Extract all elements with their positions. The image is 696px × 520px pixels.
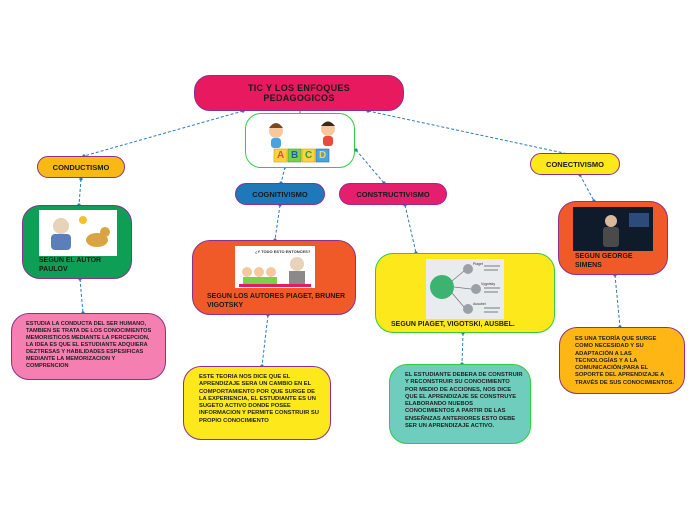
- conectivismo-author-text: SEGUN GEORGE SIMENS: [575, 253, 633, 269]
- connector-conductismo-description: [79, 278, 84, 314]
- conectivismo-topic[interactable]: CONECTIVISMO: [530, 153, 620, 175]
- connector-conectivismo-description: [614, 274, 621, 328]
- connector-image-cognitivismo: [280, 166, 286, 184]
- connector-cognitivismo-description: [261, 314, 269, 367]
- conductismo-topic[interactable]: CONDUCTISMO: [37, 156, 125, 178]
- constructivismo-label: CONSTRUCTIVISMO: [356, 189, 430, 199]
- diagram-label-vygotsky: Vygotsky: [481, 282, 496, 286]
- connector-constructivismo-description: [461, 332, 464, 365]
- cognitivismo-illustration: [235, 246, 315, 288]
- constructivismo-description-text: EL ESTUDIANTE DEBERA DE CONSTRUIR Y RECO…: [405, 372, 523, 430]
- conectivismo-label: CONECTIVISMO: [546, 159, 604, 169]
- theorists-diagram-illustration: [426, 259, 504, 319]
- cognitivismo-description-card[interactable]: ESTE TEORIA NOS DICE QUE EL APRENDIZAJE …: [183, 366, 331, 440]
- connector-root-conectivismo: [367, 110, 574, 156]
- block-letter-b: B: [291, 150, 299, 161]
- diagram-label-ausubel: Ausubel: [473, 302, 486, 306]
- connector-constructivismo-author: [404, 204, 417, 254]
- constructivismo-topic[interactable]: CONSTRUCTIVISMO: [339, 183, 447, 205]
- kids-abc-image-card[interactable]: A B C D: [245, 113, 355, 168]
- block-letter-d: D: [319, 150, 327, 161]
- conductismo-author-text: SEGUN EL AUTOR PAULOV: [39, 257, 102, 273]
- paulov-dog-illustration: [39, 210, 117, 256]
- root-topic[interactable]: TIC Y LOS ENFOQUES PEDAGOGICOS: [194, 75, 404, 111]
- george-siemens-photo: [573, 207, 653, 251]
- connector-conductismo-author: [78, 178, 82, 206]
- connector-conectivismo-author: [579, 174, 595, 202]
- conductismo-author-card[interactable]: SEGUN EL AUTOR PAULOV: [22, 205, 132, 279]
- conductismo-label: CONDUCTISMO: [52, 162, 110, 172]
- cognitivismo-author-card[interactable]: ¿Y TODO ESTO ENTONCES? SEGUN LOS AUTORES…: [192, 240, 356, 315]
- cognitivismo-image-title: ¿Y TODO ESTO ENTONCES?: [255, 249, 311, 254]
- connector-cognitivismo-author: [274, 204, 281, 241]
- kids-abc-illustration: [269, 121, 335, 163]
- conectivismo-description-text: ES UNA TEORÍA QUE SURGE COMO NECESIDAD Y…: [575, 336, 674, 386]
- diagram-label-piaget: Piaget: [473, 262, 483, 266]
- conductismo-description-card[interactable]: ESTUDIA LA CONDUCTA DEL SER HUMANO, TAMB…: [11, 313, 166, 380]
- constructivismo-description-card[interactable]: EL ESTUDIANTE DEBERA DE CONSTRUIR Y RECO…: [389, 364, 531, 444]
- cognitivismo-description-text: ESTE TEORIA NOS DICE QUE EL APRENDIZAJE …: [199, 374, 319, 424]
- constructivismo-author-text: SEGUN PIAGET, VIGOTSKI, AUSBEL.: [391, 321, 515, 328]
- root-title: TIC Y LOS ENFOQUES PEDAGOGICOS: [247, 83, 351, 103]
- cognitivismo-author-text: SEGUN LOS AUTORES PIAGET, BRUNER VIGOTSK…: [207, 293, 346, 309]
- conductismo-description-text: ESTUDIA LA CONDUCTA DEL SER HUMANO, TAMB…: [26, 321, 152, 369]
- block-letter-a: A: [277, 150, 285, 161]
- connector-root-conductismo: [83, 110, 244, 157]
- cognitivismo-label: COGNITIVISMO: [252, 189, 308, 199]
- block-letter-c: C: [305, 150, 313, 161]
- conectivismo-description-card[interactable]: ES UNA TEORÍA QUE SURGE COMO NECESIDAD Y…: [559, 327, 685, 394]
- constructivismo-author-card[interactable]: Piaget Vygotsky Ausubel SEGUN PIAGET, VI…: [375, 253, 555, 333]
- conectivismo-author-card[interactable]: SEGUN GEORGE SIMENS: [558, 201, 668, 275]
- cognitivismo-topic[interactable]: COGNITIVISMO: [235, 183, 325, 205]
- connector-image-constructivismo: [355, 149, 385, 184]
